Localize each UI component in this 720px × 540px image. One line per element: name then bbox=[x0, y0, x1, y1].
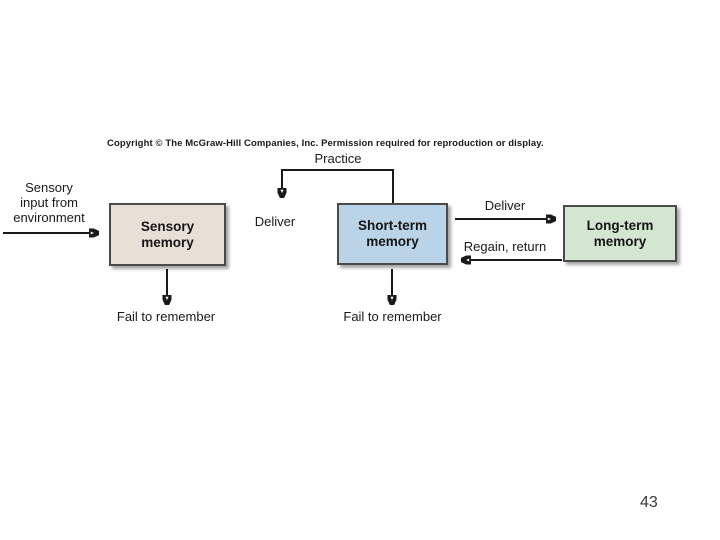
box-sensory-memory: Sensory memory bbox=[109, 203, 226, 266]
box-long-term-memory: Long-term memory bbox=[563, 205, 677, 262]
label-deliver-to-short-term: Deliver bbox=[254, 214, 296, 229]
slide-page-number: 43 bbox=[640, 494, 658, 511]
label-fail-to-remember-sensory: Fail to remember bbox=[116, 309, 216, 324]
label-sensory-input: Sensory input from environment bbox=[13, 180, 85, 225]
copyright-notice: Copyright © The McGraw-Hill Companies, I… bbox=[107, 138, 544, 149]
label-fail-to-remember-short-term: Fail to remember bbox=[343, 309, 442, 324]
label-deliver-to-long-term: Deliver bbox=[484, 198, 526, 213]
label-regain-return: Regain, return bbox=[463, 239, 547, 254]
arrow-practice-loop bbox=[282, 169, 394, 203]
label-practice: Practice bbox=[314, 151, 362, 166]
box-short-term-memory: Short-term memory bbox=[337, 203, 448, 265]
